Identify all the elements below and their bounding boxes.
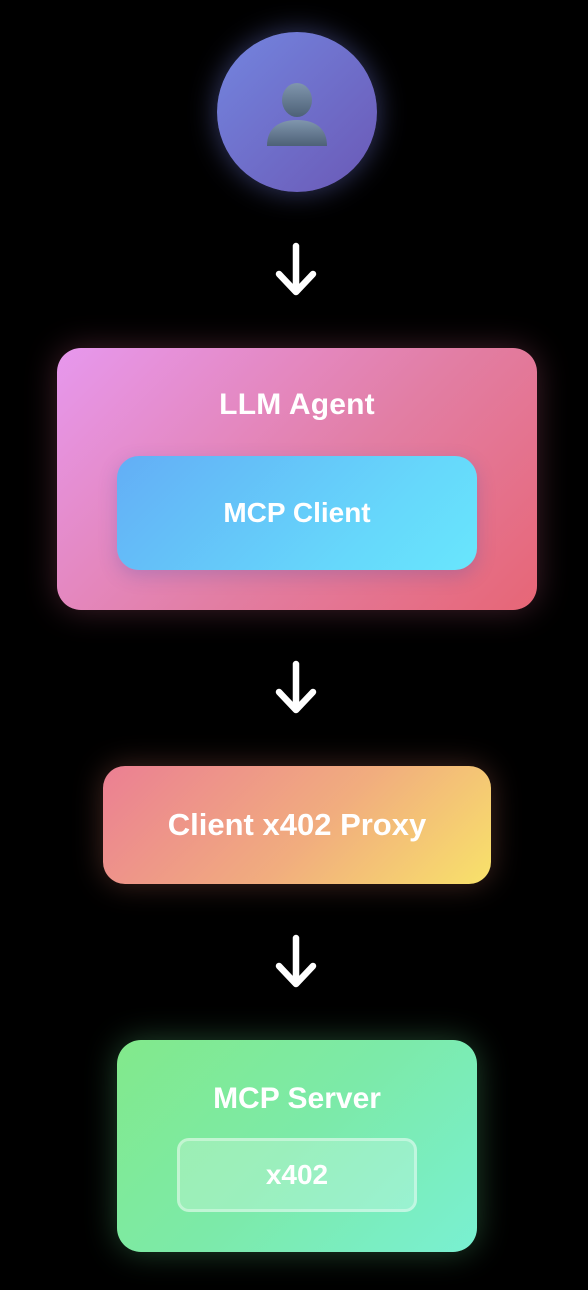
arrow-down-icon (273, 242, 319, 298)
x402-badge-label: x402 (265, 1159, 329, 1190)
mcp-client-label: MCP Client (223, 497, 371, 528)
client-proxy-label: Client x402 Proxy (167, 807, 427, 842)
mcp-client-box: MCP Client (117, 456, 477, 570)
client-proxy-box: Client x402 Proxy (103, 766, 491, 884)
x402-badge: x402 (177, 1138, 417, 1212)
mcp-server-box: MCP Server x402 (117, 1040, 477, 1252)
mcp-server-title: MCP Server (213, 1082, 381, 1115)
llm-agent-title: LLM Agent (219, 388, 375, 421)
arrow-down-icon (273, 934, 319, 990)
llm-agent-box: LLM Agent MCP Client (57, 348, 537, 610)
arrow-down-icon (273, 660, 319, 716)
user-silhouette-icon (267, 83, 327, 146)
user-node (217, 32, 377, 192)
